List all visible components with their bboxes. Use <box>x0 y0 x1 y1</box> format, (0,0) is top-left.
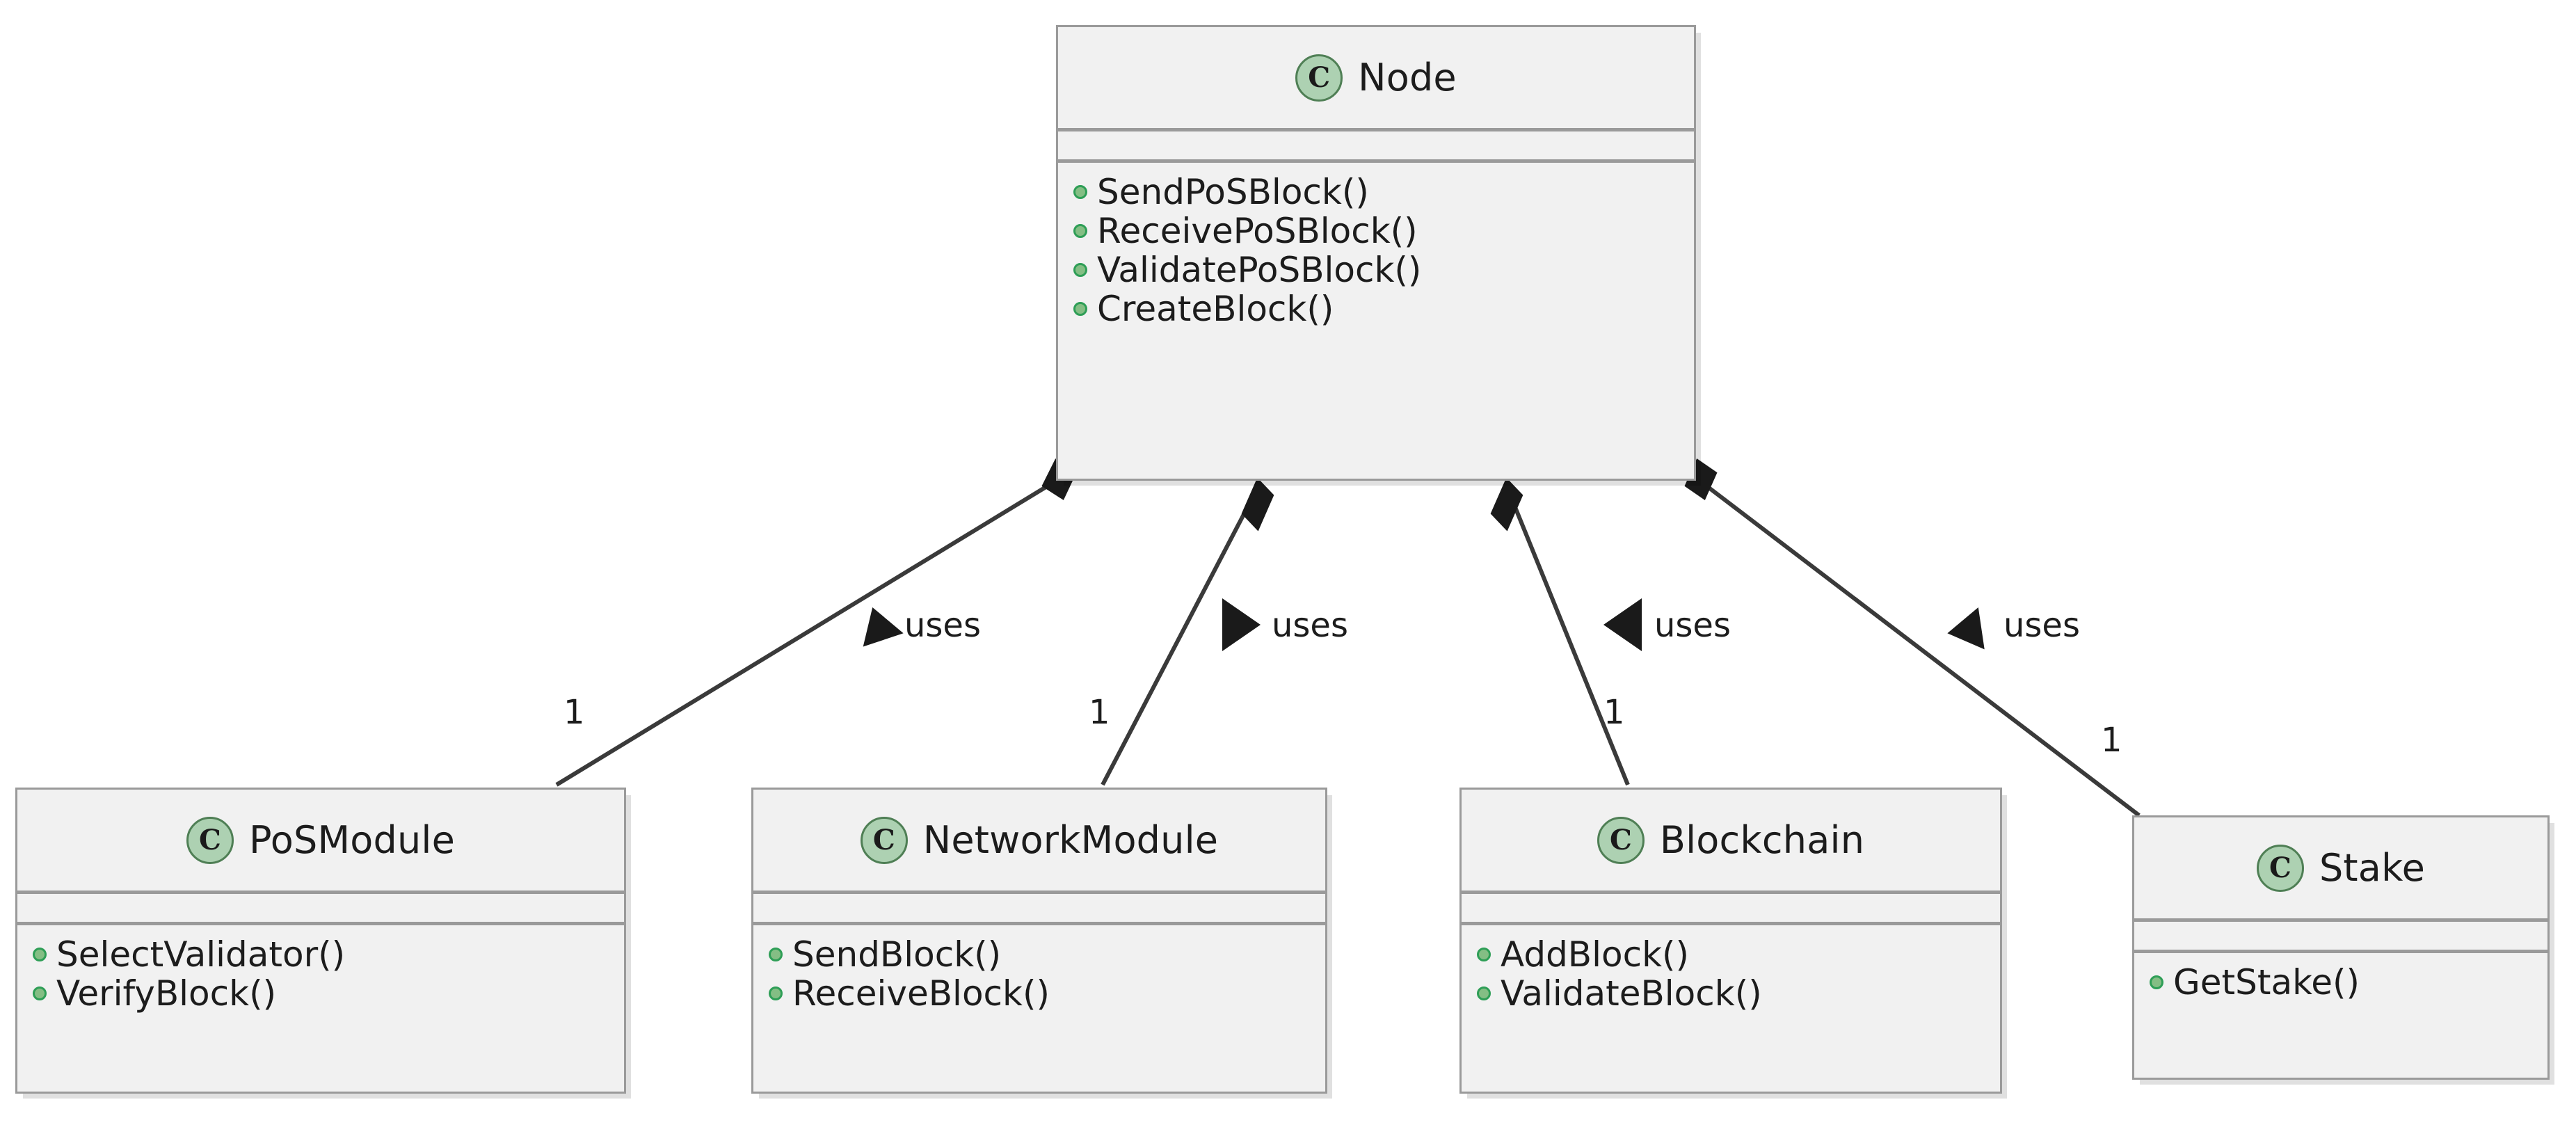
class-separator-methods <box>1462 922 2000 925</box>
class-attributes-blockchain <box>1462 894 2000 922</box>
class-box-blockchain[interactable]: C Blockchain AddBlock() ValidateBlock() <box>1459 788 2002 1094</box>
label-arrowhead-stake <box>1947 607 1985 650</box>
method-visibility-icon <box>1477 987 1491 1000</box>
class-separator-methods <box>2134 950 2547 953</box>
multiplicity-blockchain: 1 <box>1603 693 1625 732</box>
class-box-networkmodule[interactable]: C NetworkModule SendBlock() ReceiveBlock… <box>751 788 1327 1094</box>
class-separator-attributes <box>753 891 1325 894</box>
label-arrowhead-blockchain <box>1603 598 1642 651</box>
class-name-blockchain: Blockchain <box>1659 818 1865 862</box>
class-attributes-networkmodule <box>753 894 1325 922</box>
class-attributes-posmodule <box>17 894 624 922</box>
class-name-stake: Stake <box>2319 846 2426 890</box>
label-arrowhead-posmodule <box>863 607 904 647</box>
class-name-node: Node <box>1358 56 1457 99</box>
class-separator-attributes <box>17 891 624 894</box>
method-row: ReceivePoSBlock() <box>1058 211 1694 250</box>
method-visibility-icon <box>33 948 47 961</box>
class-stereotype-icon: C <box>860 816 908 864</box>
class-box-stake[interactable]: C Stake GetStake() <box>2132 815 2550 1080</box>
class-name-networkmodule: NetworkModule <box>922 818 1219 862</box>
class-separator-methods <box>753 922 1325 925</box>
method-row: CreateBlock() <box>1058 289 1694 328</box>
method-visibility-icon <box>769 948 783 961</box>
multiplicity-stake: 1 <box>2101 721 2122 760</box>
class-separator-methods <box>17 922 624 925</box>
edge-label-uses-stake: uses <box>2003 606 2080 645</box>
class-header-blockchain: C Blockchain <box>1462 790 2000 891</box>
edge-label-uses-posmodule: uses <box>904 606 981 645</box>
method-row: ValidatePoSBlock() <box>1058 250 1694 289</box>
class-separator-attributes <box>1462 891 2000 894</box>
class-methods-blockchain: AddBlock() ValidateBlock() <box>1462 925 2000 1025</box>
class-box-posmodule[interactable]: C PoSModule SelectValidator() VerifyBloc… <box>15 788 626 1094</box>
class-header-node: C Node <box>1058 27 1694 128</box>
method-visibility-icon <box>1477 948 1491 961</box>
method-row: AddBlock() <box>1462 935 2000 974</box>
class-stereotype-icon: C <box>186 816 234 864</box>
class-stereotype-icon: C <box>1295 54 1343 102</box>
method-visibility-icon <box>769 987 783 1000</box>
method-row: SelectValidator() <box>17 935 624 974</box>
method-row: ValidateBlock() <box>1462 974 2000 1013</box>
method-row: ReceiveBlock() <box>753 974 1325 1013</box>
class-methods-posmodule: SelectValidator() VerifyBlock() <box>17 925 624 1025</box>
composition-diamond-blockchain <box>1490 477 1523 532</box>
method-row: SendBlock() <box>753 935 1325 974</box>
class-methods-networkmodule: SendBlock() ReceiveBlock() <box>753 925 1325 1025</box>
method-visibility-icon <box>1073 185 1087 199</box>
class-separator-attributes <box>1058 128 1694 131</box>
method-visibility-icon <box>1073 263 1087 277</box>
class-attributes-stake <box>2134 922 2547 950</box>
method-visibility-icon <box>1073 302 1087 316</box>
class-header-stake: C Stake <box>2134 817 2547 918</box>
composition-diamond-networkmodule <box>1241 477 1274 532</box>
edge-line-node-posmodule <box>555 478 1059 787</box>
label-arrowhead-networkmodule <box>1222 598 1261 651</box>
method-row: GetStake() <box>2134 963 2547 1002</box>
class-stereotype-icon: C <box>2256 844 2304 892</box>
method-visibility-icon <box>33 987 47 1000</box>
class-separator-methods <box>1058 159 1694 163</box>
method-row: SendPoSBlock() <box>1058 173 1694 211</box>
edge-label-uses-networkmodule: uses <box>1272 606 1348 645</box>
class-separator-attributes <box>2134 918 2547 922</box>
multiplicity-posmodule: 1 <box>563 693 585 732</box>
class-box-node[interactable]: C Node SendPoSBlock() ReceivePoSBlock() … <box>1056 25 1696 481</box>
class-attributes-node <box>1058 131 1694 159</box>
class-methods-node: SendPoSBlock() ReceivePoSBlock() Validat… <box>1058 163 1694 341</box>
edge-label-uses-blockchain: uses <box>1654 606 1731 645</box>
edge-line-node-stake <box>1697 478 2141 817</box>
edge-line-node-networkmodule <box>1101 484 1261 786</box>
class-header-posmodule: C PoSModule <box>17 790 624 891</box>
class-stereotype-icon: C <box>1597 816 1645 864</box>
method-visibility-icon <box>2150 975 2163 989</box>
class-methods-stake: GetStake() <box>2134 953 2547 1014</box>
multiplicity-networkmodule: 1 <box>1089 693 1110 732</box>
method-row: VerifyBlock() <box>17 974 624 1013</box>
edge-line-node-blockchain <box>1504 484 1630 786</box>
method-visibility-icon <box>1073 224 1087 238</box>
class-header-networkmodule: C NetworkModule <box>753 790 1325 891</box>
class-name-posmodule: PoSModule <box>248 818 456 862</box>
